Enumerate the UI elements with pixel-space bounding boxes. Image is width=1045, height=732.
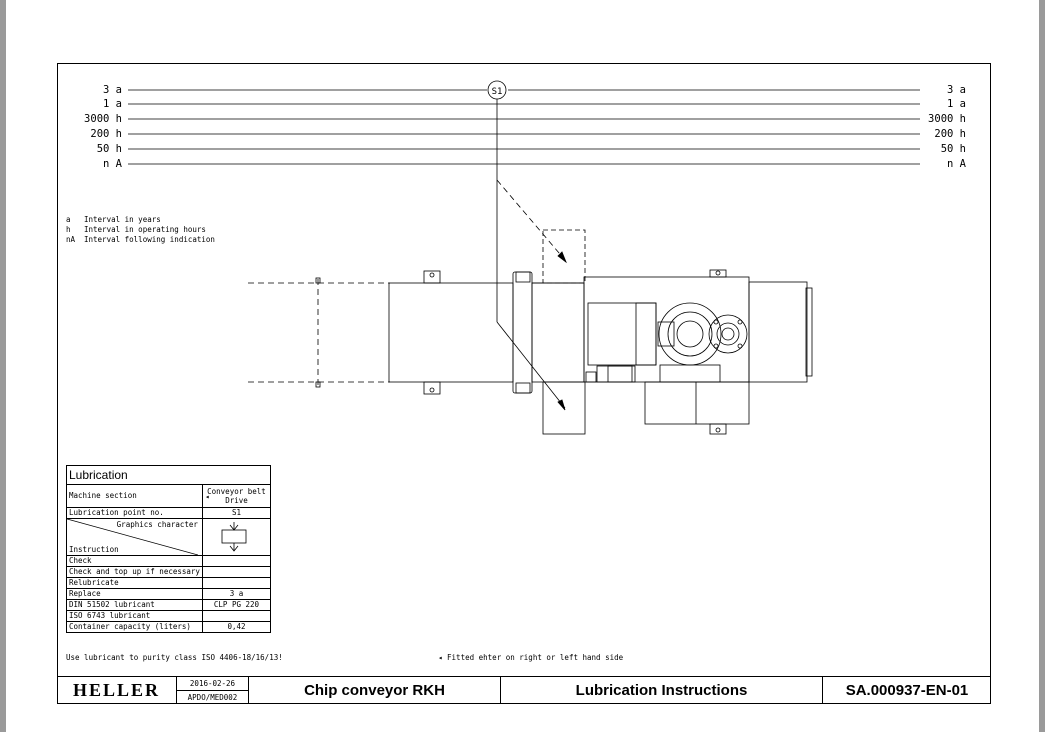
doc-date: 2016-02-26 <box>177 677 248 691</box>
date-code-cell: 2016-02-26 APDO/MED002 <box>176 676 248 704</box>
row-din-label: DIN 51502 lubricant <box>66 599 203 611</box>
row-replace-value: 3 a <box>201 588 272 600</box>
scale-label-right-4: 50 h <box>940 143 966 155</box>
row-iso-value <box>201 610 272 622</box>
fitted-note: ◂ Fitted ehter on right or left hand sid… <box>438 653 624 662</box>
graphics-character-cell <box>201 518 272 556</box>
scale-label-left-5: n A <box>103 158 122 170</box>
scale-label-left-2: 3000 h <box>84 113 122 125</box>
lubrication-table-title: Lubrication <box>66 465 271 485</box>
scale-label-left-3: 200 h <box>90 128 122 140</box>
row-check-label: Check <box>66 555 203 567</box>
scale-label-right-0: 3 a <box>947 84 966 96</box>
scale-label-right-5: n A <box>947 158 966 170</box>
lubrication-table: Lubrication Machine section ◂ Conveyor b… <box>66 465 272 633</box>
row-check-top-up-value <box>201 566 272 578</box>
row-replace-label: Replace <box>66 588 203 600</box>
point-marker-label: S1 <box>492 87 503 97</box>
scale-label-left-1: 1 a <box>103 98 122 110</box>
point-no-label: Lubrication point no. <box>66 507 203 519</box>
point-no-value: S1 <box>201 507 272 519</box>
graphics-instruction-cell: Graphics character Instruction <box>66 518 203 556</box>
row-relubricate-label: Relubricate <box>66 577 203 589</box>
document-title: Lubrication Instructions <box>500 676 822 704</box>
viewer-edge-right <box>1039 0 1045 732</box>
drawing-sheet <box>57 63 991 704</box>
row-capacity-label: Container capacity (liters) <box>66 621 203 633</box>
viewer-edge-left <box>0 0 6 732</box>
graphics-character-label: Graphics character <box>116 520 198 529</box>
machine-section-value: ◂ Conveyor belt Drive <box>201 484 272 508</box>
doc-code: APDO/MED002 <box>187 692 238 702</box>
scale-label-left-4: 50 h <box>96 143 122 155</box>
row-capacity-value: 0,42 <box>201 621 272 633</box>
scale-label-right-3: 200 h <box>934 128 966 140</box>
scale-label-right-2: 3000 h <box>928 113 966 125</box>
machine-name: Chip conveyor RKH <box>248 676 500 704</box>
machine-section-label: Machine section <box>66 484 203 508</box>
row-relubricate-value <box>201 577 272 589</box>
row-iso-label: ISO 6743 lubricant <box>66 610 203 622</box>
scale-label-right-1: 1 a <box>947 98 966 110</box>
purity-note: Use lubricant to purity class ISO 4406-1… <box>66 653 283 662</box>
instruction-label: Instruction <box>69 545 119 554</box>
document-number: SA.000937-EN-01 <box>822 676 991 704</box>
row-check-value <box>201 555 272 567</box>
title-block <box>57 676 991 704</box>
row-check-top-up-label: Check and top up if necessary <box>66 566 203 578</box>
scale-label-left-0: 3 a <box>103 84 122 96</box>
row-din-value: CLP PG 220 <box>201 599 272 611</box>
diagonal-divider <box>67 519 198 555</box>
heller-logo: HELLER <box>72 679 161 700</box>
